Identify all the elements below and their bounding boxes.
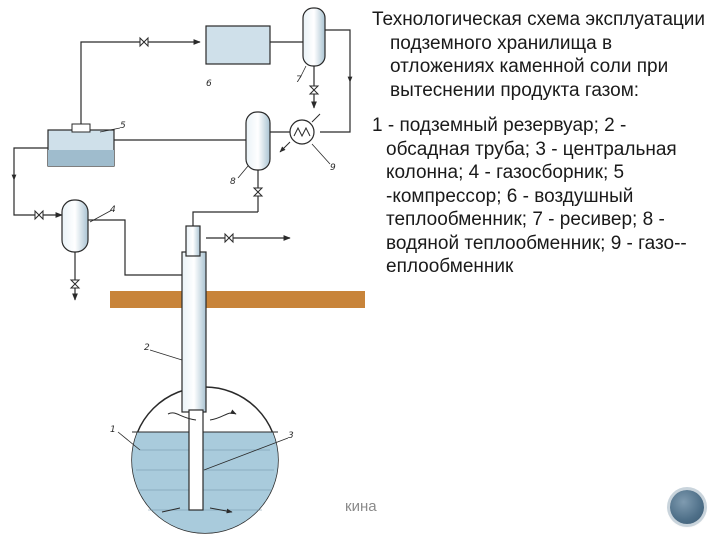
label-5: 5 xyxy=(120,121,126,131)
receiver xyxy=(302,7,326,109)
footer-text: кина xyxy=(345,498,377,515)
label-1: 1 xyxy=(110,425,116,435)
label-2: 2 xyxy=(144,343,150,353)
valve-outlet xyxy=(224,232,234,244)
label-9: 9 xyxy=(330,163,336,173)
label-7: 7 xyxy=(296,75,302,85)
casing-pipe xyxy=(181,225,207,413)
gas-heat-exchanger xyxy=(279,113,321,153)
gas-collector xyxy=(61,199,89,301)
circle-nav-icon[interactable] xyxy=(670,490,704,524)
label-8: 8 xyxy=(230,177,236,187)
label-6: 6 xyxy=(206,79,212,89)
slide-title: Технологическая схема эксплуатации подзе… xyxy=(372,9,706,101)
description-panel: Технологическая схема эксплуатации подзе… xyxy=(368,8,708,279)
label-3: 3 xyxy=(288,431,294,441)
compressor xyxy=(47,123,115,167)
water-heat-exchanger xyxy=(245,111,271,212)
label-4: 4 xyxy=(110,205,116,215)
ground-layer-left xyxy=(110,291,180,308)
air-heat-exchanger xyxy=(205,25,271,65)
legend-text: 1 - подземный резервуар; 2 - обсадная тр… xyxy=(372,115,687,277)
central-column xyxy=(188,409,204,511)
process-flow-diagram: 1 2 3 4 5 6 7 8 9 xyxy=(11,7,365,534)
gas-flow-arrows xyxy=(167,413,236,421)
